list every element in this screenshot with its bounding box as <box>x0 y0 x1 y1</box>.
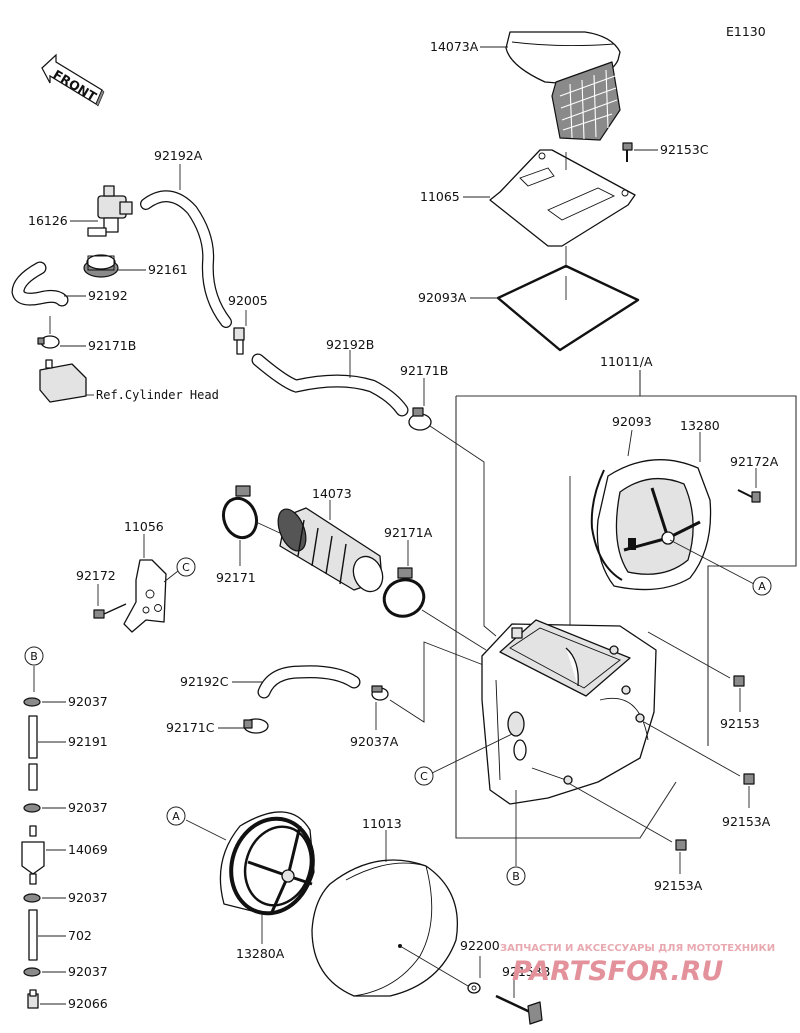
hose-92192A <box>140 190 232 328</box>
cylinder-head-ref <box>39 359 87 403</box>
clamp-92171C <box>243 718 269 734</box>
air-cleaner-plate <box>489 149 636 247</box>
label-92005: 92005 <box>228 293 268 308</box>
callout-c-left <box>176 557 196 577</box>
label-92192A: 92192A <box>154 148 203 163</box>
callout-c-right-text: C <box>420 770 428 783</box>
callout-b-bottom <box>506 866 526 886</box>
label-92192C: 92192C <box>180 674 229 689</box>
callout-c-left-text: C <box>182 561 190 574</box>
label-11056: 11056 <box>124 519 164 534</box>
tube-92191 <box>28 715 38 791</box>
bolt-92153A-bottom <box>675 839 687 851</box>
bolt-92172A <box>737 489 761 503</box>
hose-92192 <box>11 261 69 307</box>
label-92171B-left: 92171B <box>88 338 136 353</box>
air-box-housing <box>481 619 657 805</box>
label-13280A: 13280A <box>236 946 285 961</box>
wing-bolt-92153B <box>495 994 543 1025</box>
gasket-92093A <box>496 264 640 352</box>
label-14069: 14069 <box>68 842 108 857</box>
callout-a-right <box>752 576 772 596</box>
label-92191: 92191 <box>68 734 108 749</box>
front-arrow-icon: FRONT <box>41 53 105 107</box>
air-filter-element-top <box>505 31 621 141</box>
callout-b-left-text: B <box>30 650 38 663</box>
label-92153A-right: 92153A <box>722 814 771 829</box>
label-92172A: 92172A <box>730 454 779 469</box>
tube-702 <box>28 909 38 961</box>
label-92171: 92171 <box>216 570 256 585</box>
label-92093A: 92093A <box>418 290 467 305</box>
valve-16126 <box>87 185 133 237</box>
bolt-92153 <box>733 675 745 687</box>
label-702: 702 <box>68 928 92 943</box>
label-92153: 92153 <box>720 716 760 731</box>
clip-92037-1 <box>23 697 41 707</box>
clip-92037-2 <box>23 803 41 813</box>
label-92161: 92161 <box>148 262 188 277</box>
filter-cage-13280A <box>219 811 315 916</box>
label-92153C: 92153C <box>660 142 709 157</box>
callout-a-right-text: A <box>758 580 766 593</box>
bolt-92153A-right <box>743 773 755 785</box>
ref-cylinder-head-label: Ref.Cylinder Head <box>96 388 219 402</box>
clamp-92161 <box>83 254 119 278</box>
label-11011A: 11011/A <box>600 354 653 369</box>
clamp-92171A <box>382 567 426 618</box>
clip-92037A <box>371 685 389 701</box>
callout-b-bottom-text: B <box>512 870 520 883</box>
label-16126: 16126 <box>28 213 68 228</box>
clamp-92171 <box>221 485 259 540</box>
label-92037-1: 92037 <box>68 694 108 709</box>
clip-92037-4 <box>23 967 41 977</box>
label-92037-4: 92037 <box>68 964 108 979</box>
label-92171C: 92171C <box>166 720 215 735</box>
watermark-tagline: ЗАПЧАСТИ И АКСЕССУАРЫ ДЛЯ МОТОТЕХНИКИ <box>500 943 775 954</box>
label-13280: 13280 <box>680 418 720 433</box>
label-92037-2: 92037 <box>68 800 108 815</box>
washer-92200 <box>467 982 481 994</box>
label-92171B-right: 92171B <box>400 363 448 378</box>
clamp-92171B-right <box>408 407 432 431</box>
label-11065: 11065 <box>420 189 460 204</box>
label-92037-3: 92037 <box>68 890 108 905</box>
label-92172: 92172 <box>76 568 116 583</box>
label-92200: 92200 <box>460 938 500 953</box>
label-14073A: 14073A <box>430 39 479 54</box>
gasket-92093 <box>590 469 623 581</box>
label-92192B: 92192B <box>326 337 374 352</box>
label-92153A-bottom: 92153A <box>654 878 703 893</box>
diagram-code: E1130 <box>726 24 766 39</box>
fitting-92005 <box>233 327 245 355</box>
callout-c-right <box>414 766 434 786</box>
bolt-92153C <box>622 142 633 162</box>
label-11013: 11013 <box>362 816 402 831</box>
callout-a-bottom-text: A <box>172 810 180 823</box>
label-92093: 92093 <box>612 414 652 429</box>
bracket-11056 <box>123 559 167 633</box>
label-14073: 14073 <box>312 486 352 501</box>
clamp-92171B-left <box>37 335 60 349</box>
air-filter-element-11013 <box>311 859 459 997</box>
watermark-logo: PARTSFOR.RU <box>512 956 723 987</box>
hose-92192C <box>257 665 361 699</box>
label-92192: 92192 <box>88 288 128 303</box>
bolt-92172 <box>93 603 127 619</box>
plug-92066 <box>27 989 39 1009</box>
label-92171A: 92171A <box>384 525 433 540</box>
intake-duct-14073 <box>277 507 384 593</box>
callout-b-left <box>24 646 44 666</box>
label-92153B: 92153B <box>502 964 550 979</box>
label-92037A: 92037A <box>350 734 399 749</box>
filter-14069 <box>21 825 45 885</box>
air-cleaner-cover <box>596 459 712 591</box>
label-92066: 92066 <box>68 996 108 1011</box>
clip-92037-3 <box>23 893 41 903</box>
callout-a-bottom <box>166 806 186 826</box>
hose-92192B <box>251 353 409 417</box>
